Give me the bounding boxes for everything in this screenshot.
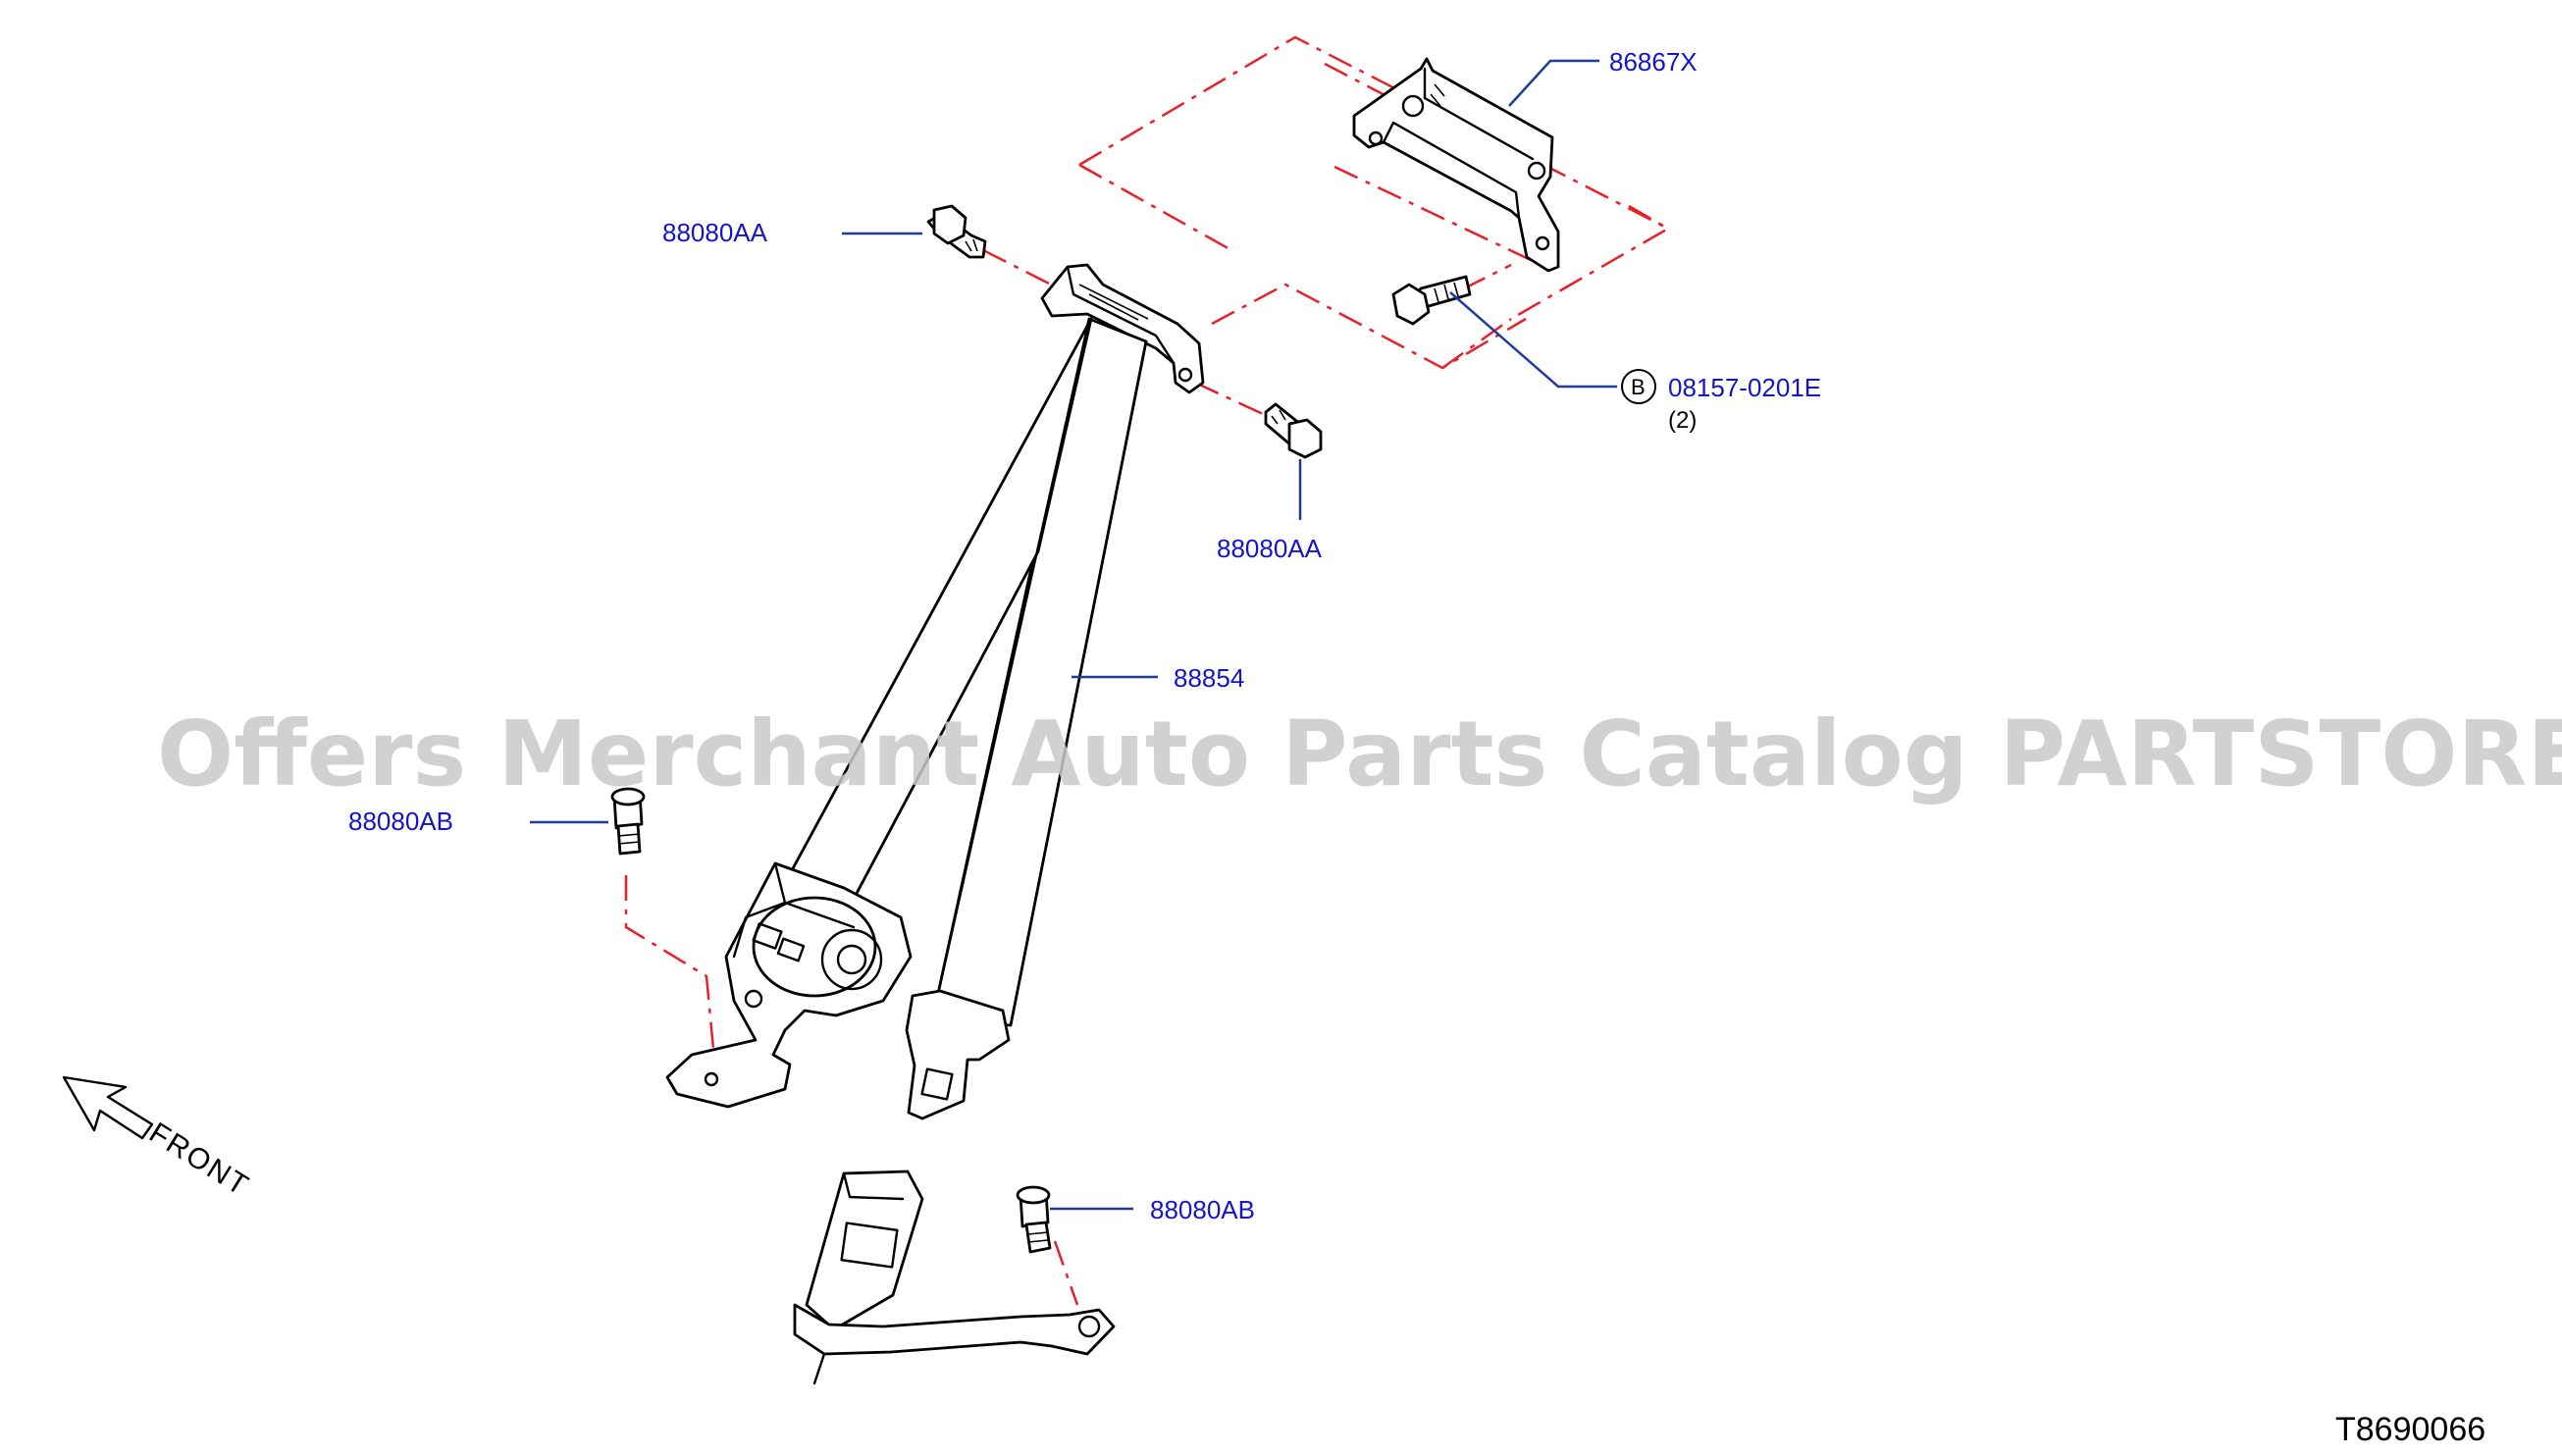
bolt-88080aa-top-left [926, 204, 987, 259]
label-08157-0201e[interactable]: 08157-0201E [1668, 373, 1821, 402]
label-86867x[interactable]: 86867X [1609, 47, 1698, 77]
b-badge-circle [1621, 369, 1656, 404]
label-88080ab-lower-left[interactable]: 88080AB [348, 806, 453, 836]
label-88854[interactable]: 88854 [1174, 663, 1244, 693]
front-label: FRONT [143, 1117, 255, 1203]
label-88080aa-top-left[interactable]: 88080AA [662, 218, 768, 247]
label-88080aa-top-right[interactable]: 88080AA [1217, 534, 1323, 563]
bolt-08157-0201e [1391, 275, 1472, 326]
label-88080ab-bottom[interactable]: 88080AB [1150, 1195, 1255, 1224]
buckle-assembly [793, 1170, 1116, 1385]
bolt-88080aa-top-right [1264, 402, 1323, 459]
bolt-88080ab-bottom [1016, 1185, 1052, 1254]
label-08157-0201e-group[interactable]: B 08157-0201E (2) [1621, 369, 1821, 434]
seat-belt-assembly-88854 [665, 263, 1205, 1120]
bracket-86867x [1352, 57, 1560, 273]
label-08157-0201e-qty: (2) [1668, 407, 1697, 434]
part-labels: 86867X 88080AA 88080AA B 08157-0201E (2)… [348, 47, 1821, 1224]
leader-lines [530, 59, 1617, 1211]
phantom-lines [624, 35, 1671, 1306]
watermark-text: Offers Merchant Auto Parts Catalog PARTS… [157, 702, 2562, 806]
b-badge-text: B [1631, 375, 1646, 399]
bolt-88080ab-lower-left [610, 787, 646, 856]
sheet-id: T8690066 [2335, 1411, 2485, 1448]
front-arrow: FRONT [62, 1075, 255, 1203]
